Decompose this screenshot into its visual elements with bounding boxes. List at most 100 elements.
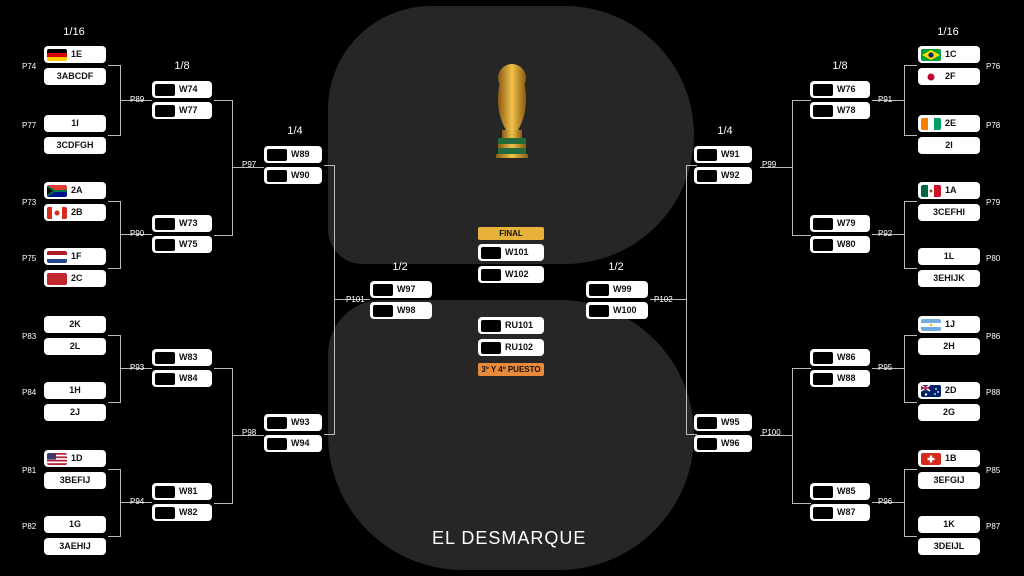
ivory-coast-flag-icon (921, 117, 941, 130)
r16-left-slot[interactable]: W82 (152, 504, 212, 521)
third-place-slot[interactable]: RU101 (478, 317, 544, 334)
match-label: P91 (878, 95, 893, 104)
r32-right-slot[interactable]: 2D (918, 382, 980, 399)
slot-label: 2C (71, 273, 83, 283)
r32-right-slot[interactable]: 3CEFHI (918, 204, 980, 221)
japan-flag-icon (921, 70, 941, 83)
r16-right-slot[interactable]: W85 (810, 483, 870, 500)
r32-left-slot[interactable]: 3CDFGH (44, 137, 106, 154)
r32-left-slot[interactable]: 1E (44, 46, 106, 63)
team-placeholder-icon (267, 169, 287, 182)
r32-left-slot[interactable]: 2B (44, 204, 106, 221)
team-placeholder-icon (697, 437, 717, 450)
match-label: P81 (22, 466, 37, 475)
r32-left-slot[interactable]: 2J (44, 404, 106, 421)
r32-right-slot[interactable]: 3EFGIJ (918, 472, 980, 489)
r16-right-slot[interactable]: W79 (810, 215, 870, 232)
connector-right-qf (686, 165, 697, 435)
r16-left-slot[interactable]: W75 (152, 236, 212, 253)
r32-left-slot[interactable]: 1I (44, 115, 106, 132)
match-label: P76 (986, 62, 1001, 71)
slot-label: 3CEFHI (932, 207, 965, 217)
slot-label: W74 (179, 84, 198, 94)
r32-left-slot[interactable]: 3BEFIJ (44, 472, 106, 489)
r32-right-slot[interactable]: 2I (918, 137, 980, 154)
r16-right-slot[interactable]: W87 (810, 504, 870, 521)
team-placeholder-icon (155, 238, 175, 251)
qf-left-slot[interactable]: W90 (264, 167, 322, 184)
slot-label: 1H (69, 385, 81, 395)
connector-right-r32 (904, 335, 917, 403)
r16-right-slot[interactable]: W88 (810, 370, 870, 387)
qf-right-slot[interactable]: W95 (694, 414, 752, 431)
team-placeholder-icon (481, 268, 501, 281)
slot-label: W91 (721, 149, 740, 159)
team-placeholder-icon (481, 319, 501, 332)
match-label: P78 (986, 121, 1001, 130)
qf-right-slot[interactable]: W91 (694, 146, 752, 163)
qf-left-slot[interactable]: W94 (264, 435, 322, 452)
r16-right-slot[interactable]: W76 (810, 81, 870, 98)
brand-logo: EL DESMARQUE (432, 528, 587, 548)
qf-right-slot[interactable]: W92 (694, 167, 752, 184)
match-label: P89 (130, 95, 145, 104)
slot-label: W95 (721, 417, 740, 427)
r32-right-slot[interactable]: 1A (918, 182, 980, 199)
slot-label: W98 (397, 305, 416, 315)
slot-label: 3CDFGH (56, 140, 94, 150)
r32-left-slot[interactable]: 1F (44, 248, 106, 265)
connector-right-r32-mid (872, 368, 904, 369)
sf-right-slot[interactable]: W99 (586, 281, 648, 298)
slot-label: 1E (71, 49, 83, 59)
r32-right-slot[interactable]: 3EHIJK (918, 270, 980, 287)
r32-right-slot[interactable]: 3DEIJL (918, 538, 980, 555)
r16-left-slot[interactable]: W74 (152, 81, 212, 98)
team-placeholder-icon (813, 217, 833, 230)
r32-left-slot[interactable]: 2A (44, 182, 106, 199)
r32-left-slot[interactable]: 1D (44, 450, 106, 467)
r32-right-slot[interactable]: 2F (918, 68, 980, 85)
r32-left-slot[interactable]: 1H (44, 382, 106, 399)
r32-right-slot[interactable]: 1C (918, 46, 980, 63)
r16-left-slot[interactable]: W81 (152, 483, 212, 500)
sf-left-slot[interactable]: W97 (370, 281, 432, 298)
team-placeholder-icon (813, 238, 833, 251)
third-place-slot[interactable]: RU102 (478, 339, 544, 356)
r32-right-slot[interactable]: 2G (918, 404, 980, 421)
final-slot[interactable]: W101 (478, 244, 544, 261)
connector-right-r16 (792, 368, 811, 504)
match-label: P101 (346, 295, 365, 304)
team-placeholder-icon (155, 104, 175, 117)
match-label: P86 (986, 332, 1001, 341)
sf-left-slot[interactable]: W98 (370, 302, 432, 319)
third-place-badge: 3º Y 4º PUESTO (478, 363, 544, 376)
r16-left-slot[interactable]: W83 (152, 349, 212, 366)
r32-right-slot[interactable]: 1J (918, 316, 980, 333)
r16-right-slot[interactable]: W78 (810, 102, 870, 119)
r16-right-slot[interactable]: W80 (810, 236, 870, 253)
r16-left-slot[interactable]: W84 (152, 370, 212, 387)
connector-right-r16 (792, 100, 811, 236)
r32-left-slot[interactable]: 2C (44, 270, 106, 287)
r32-right-slot[interactable]: 1B (918, 450, 980, 467)
r32-right-slot[interactable]: 2H (918, 338, 980, 355)
qf-right-slot[interactable]: W96 (694, 435, 752, 452)
r16-right-slot[interactable]: W86 (810, 349, 870, 366)
r32-left-slot[interactable]: 3ABCDF (44, 68, 106, 85)
team-placeholder-icon (155, 217, 175, 230)
r32-left-slot[interactable]: 2K (44, 316, 106, 333)
r32-right-slot[interactable]: 1K (918, 516, 980, 533)
r32-left-slot[interactable]: 3AEHIJ (44, 538, 106, 555)
r16-left-slot[interactable]: W77 (152, 102, 212, 119)
slot-label: W88 (837, 373, 856, 383)
final-slot[interactable]: W102 (478, 266, 544, 283)
qf-left-slot[interactable]: W89 (264, 146, 322, 163)
sf-right-slot[interactable]: W100 (586, 302, 648, 319)
r32-left-slot[interactable]: 2L (44, 338, 106, 355)
r32-left-slot[interactable]: 1G (44, 516, 106, 533)
qf-left-slot[interactable]: W93 (264, 414, 322, 431)
r32-right-slot[interactable]: 2E (918, 115, 980, 132)
r32-right-slot[interactable]: 1L (918, 248, 980, 265)
r16-left-slot[interactable]: W73 (152, 215, 212, 232)
round-label-qf-right: 1/4 (717, 125, 733, 137)
